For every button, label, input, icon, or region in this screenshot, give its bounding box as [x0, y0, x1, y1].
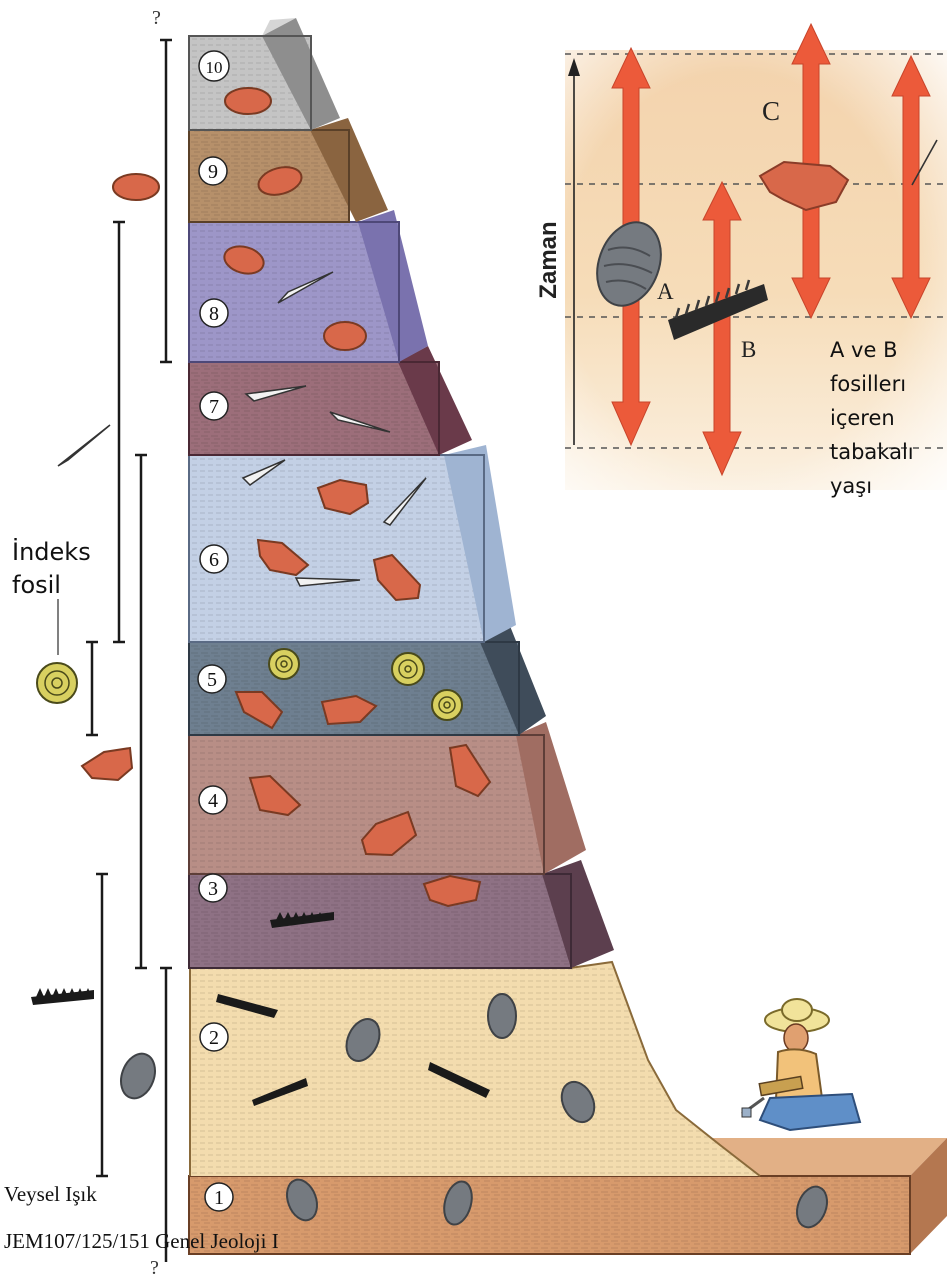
stratum-6 — [189, 445, 516, 642]
range-unknown-bottom: ? — [150, 1257, 159, 1275]
caption-line-4: tabakalı — [830, 440, 914, 464]
caption-line-2: fosillerı — [830, 372, 906, 396]
clam-fossil-icon — [324, 322, 366, 350]
footer-course: JEM107/125/151 Genel Jeoloji I — [4, 1229, 279, 1254]
ammonite-range-icon — [37, 663, 77, 703]
fossil-label-c: C — [762, 96, 780, 126]
stratum-number-2: 2 — [209, 1027, 219, 1049]
ammonite-icon — [432, 690, 462, 720]
geologist-figure — [742, 999, 860, 1130]
range-bar-clam — [160, 40, 172, 362]
brachiopod-range-icon — [82, 748, 132, 780]
belemnite-range-icon — [58, 425, 110, 466]
stratum-number-8: 8 — [209, 303, 219, 325]
stratum-2 — [189, 962, 760, 1176]
range-bar-trilobite — [160, 968, 172, 1262]
trilobite-fossil-icon — [488, 994, 516, 1038]
stratum-number-9: 9 — [208, 161, 218, 183]
caption-line-1: A ve B — [830, 338, 897, 362]
time-axis-label: Zaman — [535, 221, 562, 298]
clam-fossil-icon — [225, 88, 271, 114]
range-bar-brachiopod — [135, 455, 147, 968]
caption-line-3: içeren — [830, 406, 895, 430]
range-bar-belemnite — [113, 222, 125, 642]
index-fossil-label: İndeks fosil — [12, 537, 91, 599]
stratum-number-3: 3 — [208, 878, 218, 900]
time-range-inset: Zaman A B C A ve B fosillerı içeren taba… — [535, 24, 947, 498]
stratum-number-4: 4 — [208, 790, 218, 812]
stratum-3 — [189, 860, 614, 968]
trilobite-range-icon — [115, 1049, 161, 1103]
brachiopod-fossil-icon — [424, 876, 480, 906]
clam-range-icon — [113, 174, 159, 200]
stratum-number-5: 5 — [207, 669, 217, 691]
footer-author: Veysel Işık — [4, 1182, 97, 1207]
stratum-number-7: 7 — [209, 396, 219, 418]
ammonite-icon — [392, 653, 424, 685]
fossil-label-b: B — [741, 337, 756, 362]
stratum-number-10: 10 — [206, 58, 223, 77]
stratum-number-1: 1 — [214, 1187, 224, 1209]
range-unknown-top: ? — [152, 7, 161, 29]
ammonite-icon — [269, 649, 299, 679]
index-fossil-label-line2: fosil — [12, 571, 61, 599]
fossil-label-a: A — [657, 279, 674, 304]
range-bar-ammonite — [86, 642, 98, 735]
range-bar-graptolite — [96, 874, 108, 1176]
stratum-number-6: 6 — [209, 549, 219, 571]
index-fossil-label-line1: İndeks — [12, 537, 91, 566]
caption-line-5: yaşı — [830, 474, 872, 498]
